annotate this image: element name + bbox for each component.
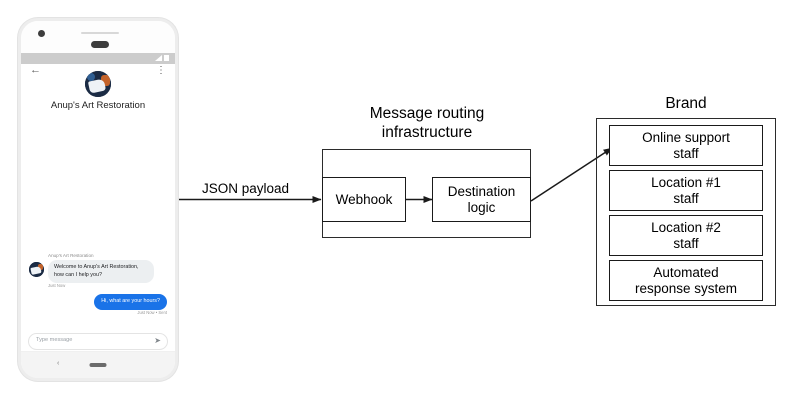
send-icon[interactable]: ➤ xyxy=(154,336,161,345)
edge-destination-to-brand xyxy=(530,147,613,202)
node-destination-logic-label: Destination logic xyxy=(448,184,516,216)
node-online-support-staff[interactable]: Online support staff xyxy=(609,125,763,166)
node-location-1-staff-label: Location #1 staff xyxy=(651,175,721,207)
incoming-message-timestamp: Just Now xyxy=(48,283,66,288)
node-location-1-staff[interactable]: Location #1 staff xyxy=(609,170,763,211)
message-avatar-shape-orange xyxy=(38,264,43,270)
status-bar xyxy=(21,53,175,64)
avatar-shape-blue xyxy=(87,73,95,81)
nav-back-icon[interactable]: ‹ xyxy=(57,360,60,367)
brand-caption: Brand xyxy=(665,95,707,112)
node-location-2-staff-label-line1: Location #2 xyxy=(651,219,721,235)
node-location-2-staff-label: Location #2 staff xyxy=(651,220,721,252)
node-location-2-staff[interactable]: Location #2 staff xyxy=(609,215,763,256)
nav-home-pill[interactable] xyxy=(89,363,107,367)
node-location-2-staff-label-line2: staff xyxy=(673,235,699,251)
brand-container xyxy=(596,118,776,306)
node-automated-response-system-label-line1: Automated xyxy=(653,264,719,280)
node-automated-response-system[interactable]: Automated response system xyxy=(609,260,763,301)
node-destination-logic-label-line1: Destination xyxy=(447,183,516,199)
back-arrow-icon[interactable]: ← xyxy=(30,64,41,76)
message-sender-name: Anup's Art Restoration xyxy=(48,253,94,258)
sensor-pill xyxy=(91,41,109,48)
avatar xyxy=(85,71,111,97)
front-camera-icon xyxy=(38,30,45,37)
outgoing-message-timestamp: Just Now • Sent xyxy=(137,310,167,315)
app-bar: ← ⋮ xyxy=(21,64,175,77)
node-destination-logic[interactable]: Destination logic xyxy=(432,177,531,222)
node-online-support-staff-label-line2: staff xyxy=(673,145,699,161)
node-automated-response-system-label-line2: response system xyxy=(634,280,738,296)
incoming-message-bubble: Welcome to Anup's Art Restoration, how c… xyxy=(48,260,154,283)
android-nav-bar: ‹ xyxy=(21,351,175,378)
page-title: Anup's Art Restoration xyxy=(50,100,146,111)
message-composer[interactable]: Type message ➤ xyxy=(28,333,168,350)
node-destination-logic-label-line2: logic xyxy=(467,199,496,215)
battery-icon xyxy=(164,55,169,61)
node-webhook-label: Webhook xyxy=(335,191,393,207)
earpiece-speaker xyxy=(81,32,119,34)
infrastructure-caption-line1: Message routing xyxy=(369,105,485,122)
signal-icon xyxy=(155,55,162,61)
outgoing-message-bubble: Hi, what are your hours? xyxy=(94,294,167,310)
status-bar-icons xyxy=(155,55,169,61)
node-online-support-staff-label-line1: Online support xyxy=(642,129,730,145)
chat-thread: Anup's Art Restoration Welcome to Anup's… xyxy=(21,253,175,332)
avatar-shape-orange xyxy=(101,75,110,86)
node-location-1-staff-label-line1: Location #1 xyxy=(651,174,721,190)
edge-label-json-payload: JSON payload xyxy=(202,181,290,196)
infrastructure-caption-line2: infrastructure xyxy=(381,124,473,141)
phone-mockup: ← ⋮ Anup's Art Restoration Anup's Art Re… xyxy=(18,18,178,381)
phone-bezel-top xyxy=(21,21,175,53)
node-webhook[interactable]: Webhook xyxy=(322,177,406,222)
kebab-menu-icon[interactable]: ⋮ xyxy=(156,65,166,76)
node-automated-response-system-label: Automated response system xyxy=(635,265,737,297)
node-location-1-staff-label-line2: staff xyxy=(673,190,699,206)
message-input[interactable]: Type message xyxy=(36,337,73,343)
node-online-support-staff-label: Online support staff xyxy=(642,130,730,162)
message-avatar xyxy=(29,262,44,277)
